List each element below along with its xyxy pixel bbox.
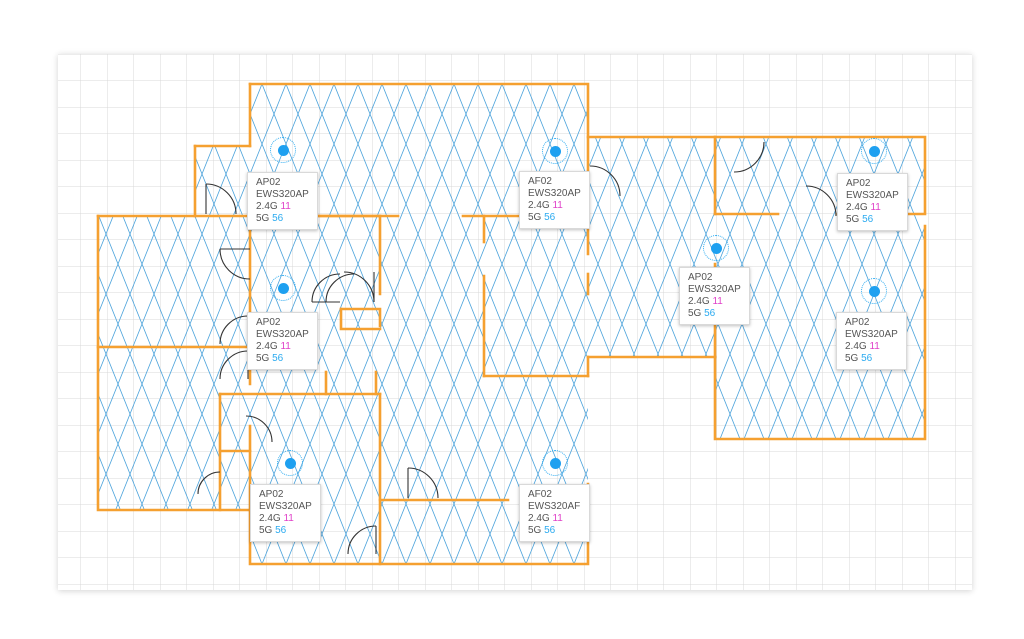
ap-model: EWS320AF	[528, 501, 581, 512]
band-5-label: 5G	[528, 212, 542, 223]
ap-band-5: 5G 56	[528, 212, 582, 224]
band-5-channel: 56	[275, 525, 287, 536]
ap-marker-icon[interactable]	[270, 137, 296, 163]
ap-band-5: 5G 56	[259, 525, 313, 537]
ap-name: AP02	[256, 317, 281, 328]
band-5-channel: 56	[544, 212, 556, 223]
ap-band-5: 5G 56	[845, 353, 899, 365]
ap-name: AP02	[845, 317, 870, 328]
ap-name: AP02	[256, 177, 281, 188]
band-5-channel: 56	[544, 525, 556, 536]
ap-band-5: 5G 56	[256, 213, 310, 225]
band-5-channel: 56	[704, 308, 716, 319]
ap-name: AP02	[846, 178, 871, 189]
ap-band-5: 5G 56	[528, 525, 582, 537]
band-5-label: 5G	[256, 213, 270, 224]
band-5-label: 5G	[528, 525, 542, 536]
band-5-label: 5G	[845, 353, 859, 364]
ap-model: EWS320AP	[845, 329, 898, 340]
ap-model: EWS320AP	[259, 501, 312, 512]
ap-marker-icon[interactable]	[542, 450, 568, 476]
band-5-channel: 56	[861, 353, 873, 364]
band-24-channel: 11	[283, 513, 294, 524]
band-5-label: 5G	[688, 308, 702, 319]
ap-band-5: 5G 56	[846, 214, 900, 226]
ap-marker-icon[interactable]	[861, 278, 887, 304]
ap-model: EWS320AP	[688, 284, 741, 295]
band-5-label: 5G	[846, 214, 860, 225]
ap-band-24: 2.4G 11	[688, 296, 742, 308]
ap-marker-icon[interactable]	[861, 138, 887, 164]
band-24-channel: 11	[552, 513, 563, 524]
ap-dot-icon	[549, 457, 561, 469]
band-24-channel: 11	[712, 296, 723, 307]
band-24-channel: 11	[552, 200, 563, 211]
band-24-label: 2.4G	[845, 341, 867, 352]
ap-marker-icon[interactable]	[277, 450, 303, 476]
band-5-channel: 56	[862, 214, 874, 225]
ap-marker-icon[interactable]	[542, 138, 568, 164]
band-5-label: 5G	[259, 525, 273, 536]
ap-name: AP02	[688, 272, 713, 283]
ap-band-24: 2.4G 11	[528, 200, 582, 212]
ap-band-5: 5G 56	[688, 308, 742, 320]
ap-dot-icon	[277, 282, 289, 294]
band-24-label: 2.4G	[528, 513, 550, 524]
band-24-label: 2.4G	[846, 202, 868, 213]
ap-model: EWS320AP	[256, 189, 309, 200]
band-24-label: 2.4G	[256, 341, 278, 352]
band-5-channel: 56	[272, 353, 284, 364]
band-24-label: 2.4G	[256, 201, 278, 212]
ap-dot-icon	[277, 144, 289, 156]
ap-band-24: 2.4G 11	[846, 202, 900, 214]
ap-band-24: 2.4G 11	[256, 201, 310, 213]
ap-marker-icon[interactable]	[703, 235, 729, 261]
band-24-label: 2.4G	[688, 296, 710, 307]
band-24-label: 2.4G	[259, 513, 281, 524]
band-24-channel: 11	[280, 201, 291, 212]
ap-band-24: 2.4G 11	[256, 341, 310, 353]
ap-name: AP02	[259, 489, 284, 500]
band-24-channel: 11	[280, 341, 291, 352]
ap-model: EWS320AP	[256, 329, 309, 340]
band-24-channel: 11	[869, 341, 880, 352]
band-5-label: 5G	[256, 353, 270, 364]
ap-dot-icon	[868, 145, 880, 157]
ap-name: AF02	[528, 176, 552, 187]
ap-marker-icon[interactable]	[270, 275, 296, 301]
floor-plan	[58, 54, 972, 590]
ap-band-5: 5G 56	[256, 353, 310, 365]
ap-dot-icon	[549, 145, 561, 157]
band-24-channel: 11	[870, 202, 881, 213]
ap-model: EWS320AP	[528, 188, 581, 199]
ap-dot-icon	[868, 285, 880, 297]
band-24-label: 2.4G	[528, 200, 550, 211]
ap-dot-icon	[710, 242, 722, 254]
band-5-channel: 56	[272, 213, 284, 224]
ap-model: EWS320AP	[846, 190, 899, 201]
ap-name: AF02	[528, 489, 552, 500]
ap-band-24: 2.4G 11	[845, 341, 899, 353]
ap-dot-icon	[284, 457, 296, 469]
ap-band-24: 2.4G 11	[259, 513, 313, 525]
ap-band-24: 2.4G 11	[528, 513, 582, 525]
doors	[197, 141, 837, 555]
